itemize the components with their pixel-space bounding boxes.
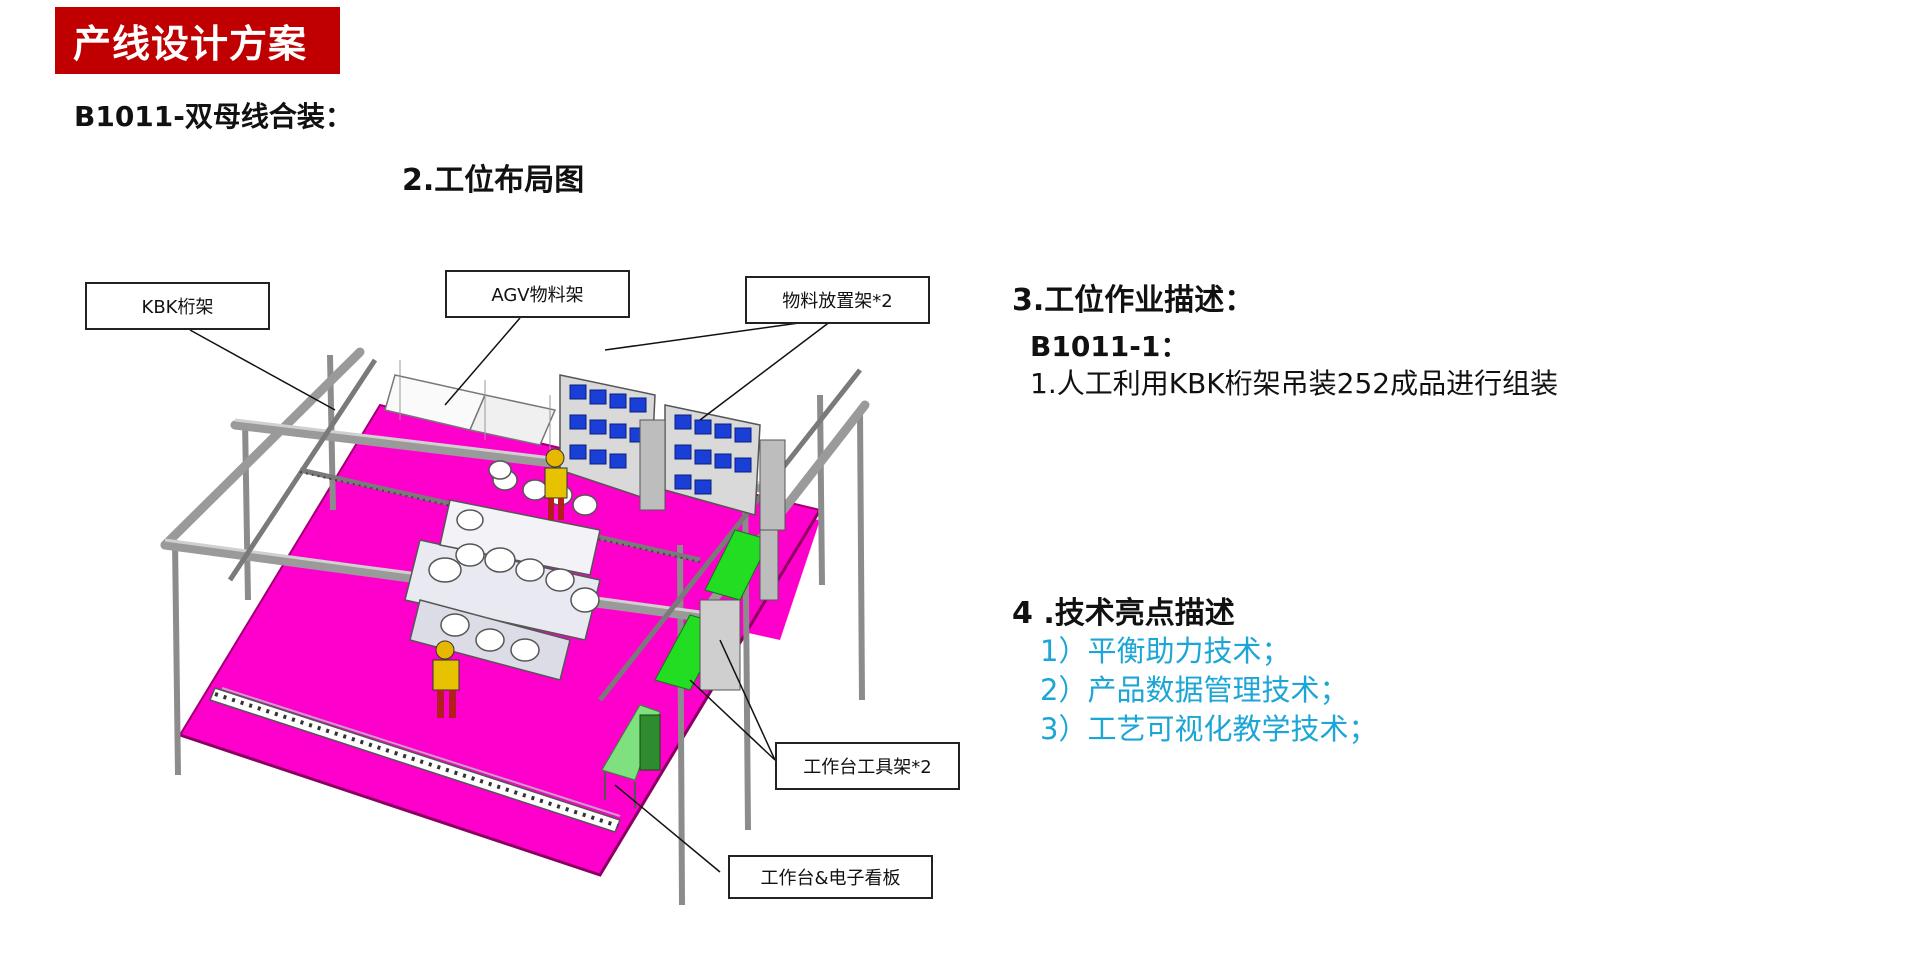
workbench-electronic-board xyxy=(601,704,661,808)
operation-station: B1011-1： xyxy=(1030,330,1189,363)
callout-workbench-board: 工作台&电子看板 xyxy=(728,855,933,899)
worker-figure xyxy=(544,448,568,520)
callout-tool-rack: 工作台工具架*2 xyxy=(775,742,960,790)
agv-material-rack xyxy=(384,360,557,455)
conveyor-rail xyxy=(208,687,622,833)
callout-agv-rack: AGV物料架 xyxy=(445,270,630,318)
worker-figure xyxy=(432,640,460,718)
operation-heading: 3.工位作业描述： xyxy=(1012,283,1255,318)
workbench-tool-racks xyxy=(654,529,779,691)
section-subtitle: B1011-双母线合装： xyxy=(74,100,353,133)
page-title-banner: 产线设计方案 xyxy=(55,7,340,74)
tech-item: 3）工艺可视化教学技术； xyxy=(1040,712,1378,746)
tech-item: 1）平衡助力技术； xyxy=(1040,634,1291,668)
callout-kbk-truss: KBK桁架 xyxy=(85,282,270,330)
tech-heading: 4 .技术亮点描述 xyxy=(1012,596,1235,631)
tech-item: 2）产品数据管理技术； xyxy=(1040,673,1349,707)
operation-step: 1.人工利用KBK桁架吊装252成品进行组装 xyxy=(1030,367,1559,400)
busbar-assembly-product xyxy=(404,460,601,681)
callout-material-rack: 物料放置架*2 xyxy=(745,276,930,324)
material-storage-racks xyxy=(559,374,786,531)
layout-diagram-title: 2.工位布局图 xyxy=(402,163,585,198)
